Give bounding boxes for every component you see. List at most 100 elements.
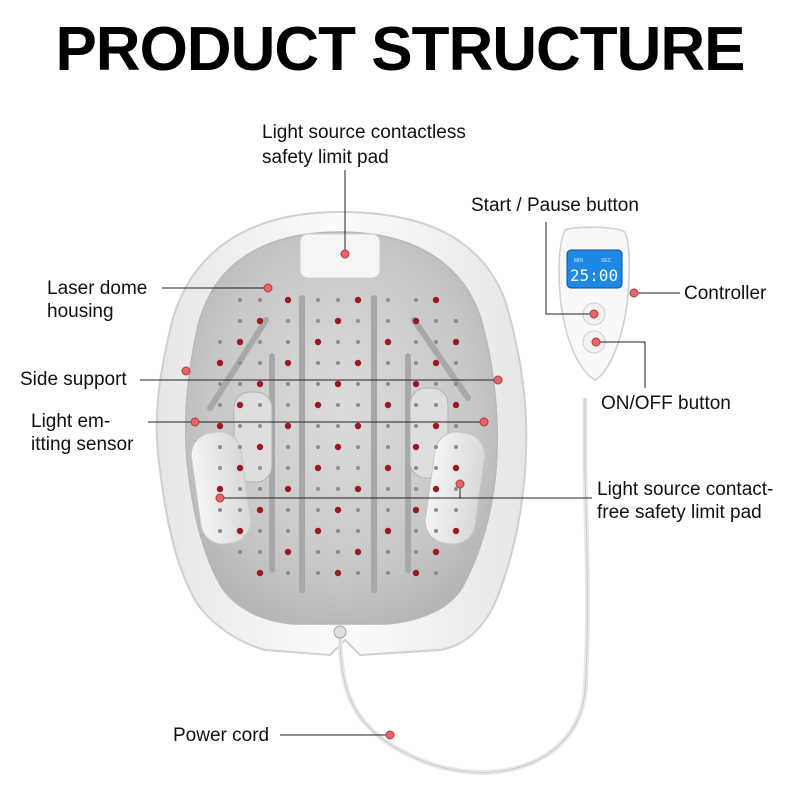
led bbox=[258, 361, 262, 365]
led bbox=[336, 487, 340, 491]
led bbox=[454, 361, 458, 365]
led bbox=[316, 508, 320, 512]
led bbox=[336, 529, 340, 533]
led bbox=[386, 487, 390, 491]
led bbox=[316, 361, 320, 365]
led bbox=[218, 403, 222, 407]
led bbox=[238, 445, 242, 449]
led bbox=[386, 508, 390, 512]
led bbox=[336, 361, 340, 365]
led bbox=[238, 424, 242, 428]
led bbox=[434, 466, 438, 470]
led bbox=[286, 445, 290, 449]
led bbox=[386, 445, 390, 449]
led bbox=[316, 382, 320, 386]
led bbox=[384, 401, 392, 409]
led bbox=[334, 506, 342, 514]
top-limit-pad bbox=[299, 233, 381, 279]
led bbox=[434, 445, 438, 449]
led bbox=[238, 508, 242, 512]
led bbox=[336, 550, 340, 554]
led bbox=[414, 550, 418, 554]
led bbox=[434, 340, 438, 344]
led bbox=[218, 382, 222, 386]
led bbox=[218, 466, 222, 470]
led bbox=[386, 298, 390, 302]
led bbox=[286, 466, 290, 470]
led bbox=[238, 382, 242, 386]
led bbox=[356, 403, 360, 407]
led bbox=[286, 403, 290, 407]
led bbox=[256, 506, 264, 514]
led bbox=[454, 424, 458, 428]
led bbox=[414, 340, 418, 344]
led bbox=[432, 422, 440, 430]
led bbox=[218, 445, 222, 449]
led bbox=[432, 485, 440, 493]
led bbox=[434, 508, 438, 512]
label-limit-pad-top: Light source contactless safety limit pa… bbox=[262, 122, 466, 168]
led bbox=[316, 487, 320, 491]
led bbox=[356, 445, 360, 449]
led bbox=[314, 527, 322, 535]
led bbox=[336, 424, 340, 428]
led bbox=[354, 296, 362, 304]
led bbox=[414, 424, 418, 428]
label-controller: Controller bbox=[684, 283, 767, 304]
controller-sec-label: SEC bbox=[601, 258, 612, 264]
led bbox=[414, 466, 418, 470]
led bbox=[334, 317, 342, 325]
controller-time: 25:00 bbox=[570, 266, 618, 285]
led bbox=[316, 445, 320, 449]
led bbox=[216, 422, 224, 430]
led bbox=[432, 359, 440, 367]
led bbox=[236, 401, 244, 409]
led bbox=[356, 508, 360, 512]
label-light-sensor: Light em- itting sensor bbox=[31, 411, 134, 455]
led bbox=[452, 464, 460, 472]
led bbox=[454, 382, 458, 386]
led bbox=[218, 340, 222, 344]
led bbox=[336, 403, 340, 407]
led bbox=[284, 359, 292, 367]
led bbox=[286, 508, 290, 512]
led bbox=[412, 443, 420, 451]
led bbox=[386, 424, 390, 428]
led bbox=[238, 319, 242, 323]
led bbox=[432, 296, 440, 304]
led bbox=[434, 319, 438, 323]
led bbox=[314, 401, 322, 409]
led bbox=[258, 466, 262, 470]
led bbox=[236, 464, 244, 472]
led bbox=[238, 487, 242, 491]
led bbox=[356, 382, 360, 386]
led bbox=[258, 487, 262, 491]
led bbox=[336, 340, 340, 344]
led bbox=[356, 571, 360, 575]
label-power-cord: Power cord bbox=[173, 725, 270, 746]
led bbox=[434, 529, 438, 533]
led bbox=[286, 319, 290, 323]
led bbox=[316, 319, 320, 323]
led bbox=[284, 422, 292, 430]
led bbox=[314, 464, 322, 472]
led bbox=[256, 380, 264, 388]
led bbox=[286, 571, 290, 575]
led bbox=[414, 487, 418, 491]
led bbox=[218, 529, 222, 533]
led bbox=[256, 569, 264, 577]
led bbox=[454, 445, 458, 449]
page-title: PRODUCT STRUCTURE bbox=[55, 15, 745, 84]
led bbox=[258, 529, 262, 533]
led bbox=[356, 466, 360, 470]
led bbox=[316, 298, 320, 302]
led bbox=[412, 380, 420, 388]
led bbox=[432, 548, 440, 556]
label-side-support: Side support bbox=[20, 369, 127, 390]
led bbox=[258, 298, 262, 302]
led bbox=[334, 443, 342, 451]
led bbox=[384, 527, 392, 535]
led bbox=[258, 424, 262, 428]
led bbox=[414, 529, 418, 533]
